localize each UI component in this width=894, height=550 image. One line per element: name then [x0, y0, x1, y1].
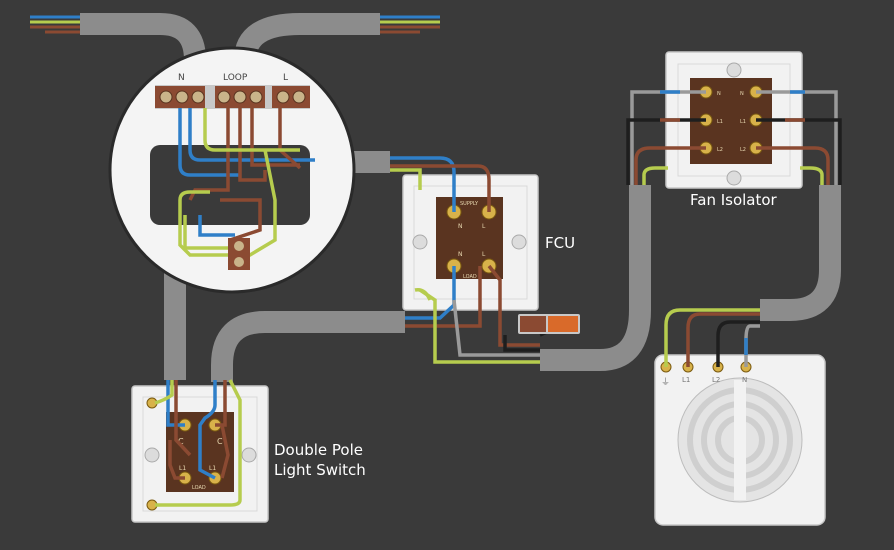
- switch-label-line2: Light Switch: [274, 461, 366, 479]
- fan-l2-label: L2: [712, 376, 720, 384]
- fan-isolator-label: Fan Isolator: [690, 191, 777, 209]
- wago-connector: [518, 314, 580, 334]
- extractor-fan-unit: ⏚ L1 L2 N: [654, 354, 826, 526]
- fcu-n-bottom: N: [458, 251, 463, 258]
- fcu-wires: [390, 156, 571, 364]
- iso-l1-right: L1: [740, 119, 746, 125]
- fcu-label: FCU: [545, 234, 576, 252]
- switch-l1-right: L1: [209, 465, 216, 472]
- iso-l2-right: L2: [740, 147, 746, 153]
- fan-earth-label: ⏚: [661, 377, 670, 388]
- iso-l1-left: L1: [717, 119, 723, 125]
- double-pole-switch-wires: [154, 379, 242, 507]
- iso-l2-left: L2: [717, 147, 723, 153]
- fan-l1-label: L1: [682, 376, 690, 384]
- switch-label-line1: Double Pole: [274, 441, 364, 459]
- iso-n-right: N: [740, 91, 744, 97]
- junction-label-loop: LOOP: [223, 73, 248, 83]
- fan-n-label: N: [742, 376, 747, 384]
- fcu-supply-text: SUPPLY: [460, 201, 479, 207]
- extractor-fan-wires: [664, 308, 760, 367]
- switch-l1-left: L1: [179, 465, 186, 472]
- fcu-l-top: L: [482, 223, 486, 230]
- switch-load: LOAD: [192, 485, 206, 491]
- fcu-load-text: LOAD: [463, 274, 477, 280]
- junction-label-l: L: [283, 73, 288, 83]
- switch-c-left: C: [178, 437, 184, 446]
- junction-box-zoom: N LOOP L: [108, 46, 356, 294]
- fan-isolator-wires: [626, 90, 842, 185]
- supply-wires-left: [30, 15, 80, 34]
- fcu-n-top: N: [458, 223, 463, 230]
- switch-c-right: C: [217, 437, 223, 446]
- junction-label-n: N: [178, 73, 185, 83]
- iso-n-left: N: [717, 91, 721, 97]
- supply-wires-right: [380, 15, 440, 34]
- fcu-unit: SUPPLY LOAD N L N L: [402, 174, 539, 311]
- fcu-l-bottom: L: [482, 251, 486, 258]
